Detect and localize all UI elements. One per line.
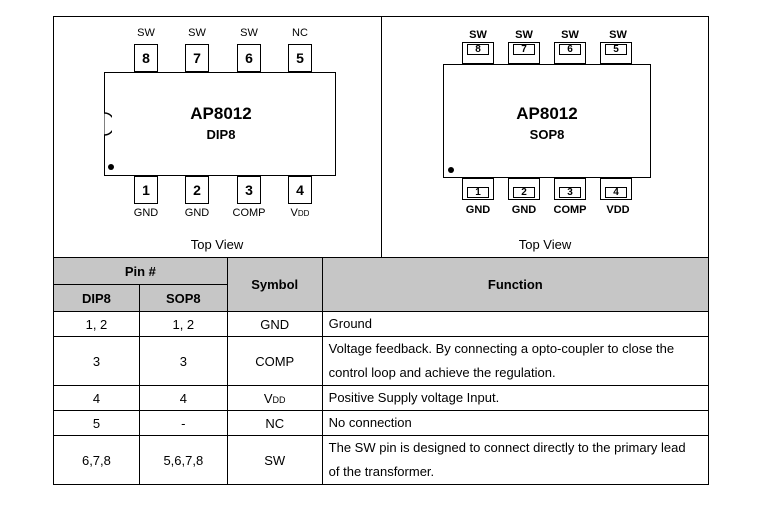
dip-pin-5: 5 [288,44,312,72]
cell-sop: 4 [138,385,228,411]
header-function: Function [321,257,710,312]
cell-sop: 3 [138,336,228,386]
cell-symbol: SW [226,435,323,485]
dip-chip-name: AP8012 [190,104,252,123]
table-row: 3 3 COMP Voltage feedback. By connecting… [53,336,710,386]
table-subheader-row: DIP8 SOP8 [53,284,709,312]
cell-sop: 5,6,7,8 [138,435,228,485]
dip-pin-3: 3 [237,176,261,204]
dip-pin-7: 7 [185,44,209,72]
dip-package-name: DIP8 [206,127,236,142]
cell-sop: - [138,410,228,436]
sop-bottom-pin-label: VDD [606,204,630,216]
dip-pin-4: 4 [288,176,312,204]
sop-pin-2: 2 [508,178,540,200]
cell-dip: 3 [53,336,140,386]
sop-package-name: SOP8 [529,127,565,142]
header-sop8: SOP8 [138,284,228,312]
cell-function: Ground [321,311,710,337]
sop-pin-6: 6 [554,42,586,64]
sop-pin-3: 3 [554,178,586,200]
header-pin-number: Pin # [53,257,228,285]
table-row: 1, 2 1, 2 GND Ground [53,311,710,337]
table-row: 6,7,8 5,6,7,8 SW The SW pin is designed … [53,435,710,485]
cell-function: No connection [321,410,710,436]
dip-bottom-pin-label: GND [184,207,210,219]
sop-package-body [443,64,651,178]
sop-bottom-pin-label: GND [465,204,491,216]
sop-top-pin-label: SW [515,29,533,41]
dip-pin-1: 1 [134,176,158,204]
cell-sop: 1, 2 [138,311,228,337]
sop-top-pin-label: SW [469,29,487,41]
sop-top-pin-label: SW [609,29,627,41]
cell-function: The SW pin is designed to connect direct… [321,435,710,485]
header-dip8: DIP8 [53,284,140,312]
cell-dip: 1, 2 [53,311,140,337]
cell-dip: 4 [53,385,140,411]
dip-bottom-pin-label: GND [133,207,159,219]
dip-pin-6: 6 [237,44,261,72]
pin-description-table: Pin # Symbol Function DIP8 SOP8 1, 2 1, … [53,257,710,485]
sop-pin-8: 8 [462,42,494,64]
cell-dip: 5 [53,410,140,436]
sop-pin-1: 1 [462,178,494,200]
cell-function: Voltage feedback. By connecting a opto-c… [321,336,710,386]
dip-pin-8: 8 [134,44,158,72]
dip-notch [100,112,112,136]
dip-top-pin-label: NC [292,27,308,39]
cell-symbol: VDD [226,385,323,411]
dip-top-view-label: Top View [190,237,244,252]
sop-pin-4: 4 [600,178,632,200]
table-header-row: Pin # Symbol Function [53,257,710,312]
dip-package-body [104,72,336,176]
cell-symbol: GND [226,311,323,337]
cell-symbol: NC [226,410,323,436]
panel-divider [381,16,382,257]
header-symbol: Symbol [226,257,323,312]
cell-function: Positive Supply voltage Input. [321,385,710,411]
table-row: 4 4 VDD Positive Supply voltage Input. [53,385,710,411]
table-row: 5 - NC No connection [53,410,710,436]
dip-top-pin-label: SW [188,27,206,39]
sop-pin1-dot [448,167,454,173]
cell-symbol: COMP [226,336,323,386]
dip-pin1-dot [108,164,114,170]
dip-bottom-pin-label: COMP [232,207,266,219]
dip-bottom-pin-label: VDD [290,207,310,219]
dip-top-pin-label: SW [137,27,155,39]
sop-pin-5: 5 [600,42,632,64]
sop-bottom-pin-label: COMP [553,204,587,216]
sop-top-pin-label: SW [561,29,579,41]
dip-top-pin-label: SW [240,27,258,39]
sop-chip-name: AP8012 [516,104,578,123]
sop-pin-7: 7 [508,42,540,64]
dip-pin-2: 2 [185,176,209,204]
cell-dip: 6,7,8 [53,435,140,485]
sop-bottom-pin-label: GND [511,204,537,216]
sop-top-view-label: Top View [518,237,572,252]
